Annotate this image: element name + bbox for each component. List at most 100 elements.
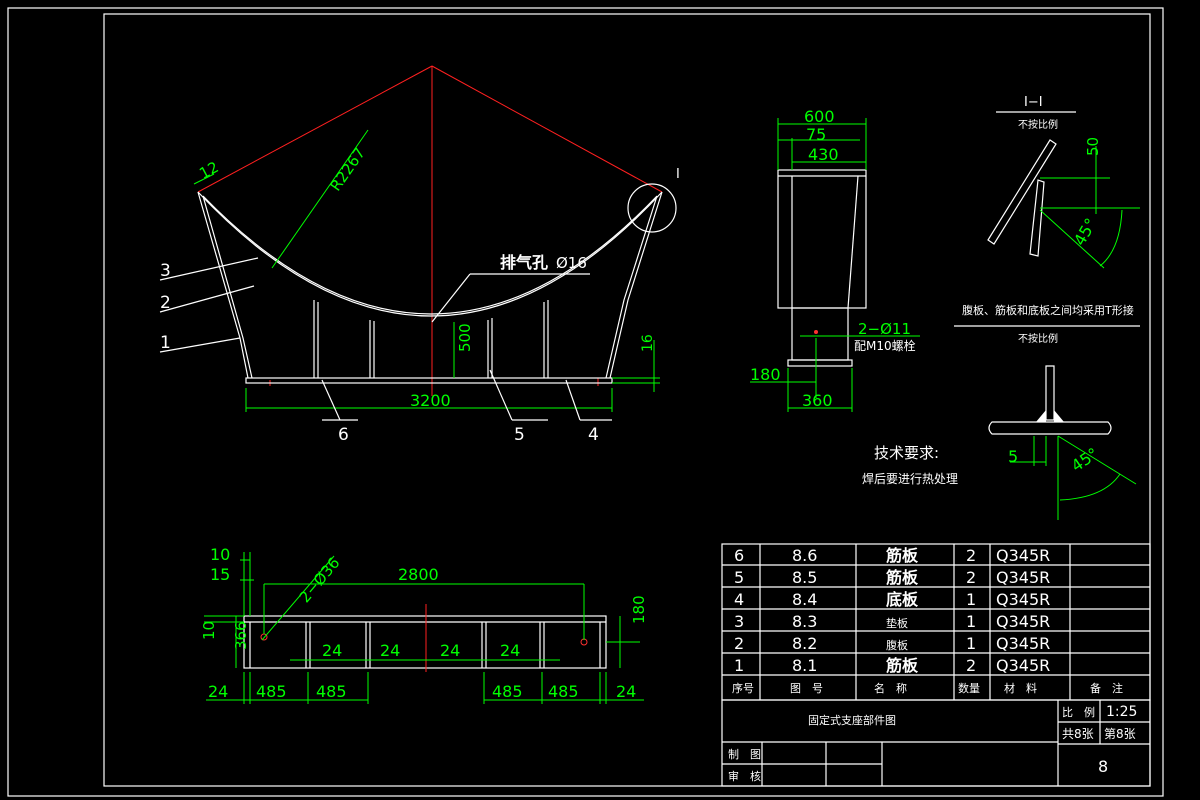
rib-section — [1029, 179, 1045, 257]
bom-row-4-drawing: 8.4 — [792, 590, 817, 609]
dim-485c: 485 — [492, 682, 523, 701]
dim-15: 15 — [210, 565, 230, 584]
dim-485b: 485 — [316, 682, 347, 701]
bom-row-4-no: 4 — [734, 590, 744, 609]
scale-value: 1:25 — [1106, 704, 1137, 720]
angle-45-1: 45° — [1070, 215, 1101, 249]
radius-line-left — [197, 65, 433, 193]
front-view: I 12 R2267 排气孔 Ø16 500 16 3200 3 2 1 6 5 — [159, 65, 680, 445]
hdr-no: 序号 — [732, 681, 754, 695]
bom-row-2-material: Q345R — [996, 634, 1050, 653]
dim-10a: 10 — [210, 545, 230, 564]
detail-mark: I — [676, 167, 680, 182]
dim-24f: 24 — [616, 682, 636, 701]
dim-500: 500 — [456, 323, 474, 352]
tech-req-text: 焊后要进行热处理 — [862, 471, 958, 486]
bom-row-1-name: 筋板 — [885, 656, 919, 675]
detail-I: I−I 不按比例 50 45° 腹板、筋板和底板之间均采用T形接 不按比例 5 … — [954, 95, 1140, 520]
dim-24d: 24 — [500, 641, 520, 660]
dim-600: 600 — [804, 107, 835, 126]
side-view: 600 75 430 2−Ø11 配M10螺栓 180 360 — [750, 107, 920, 412]
bom-row-5-drawing: 8.5 — [792, 568, 817, 587]
bom-row-1-no: 1 — [734, 656, 744, 675]
total-sheets: 共8张 — [1062, 727, 1094, 741]
dim-24a: 24 — [322, 641, 342, 660]
bom-row-5-material: Q345R — [996, 568, 1050, 587]
callout-5: 5 — [514, 425, 525, 445]
plan-view: 10 15 2800 2−Ø36 10 366 180 24 24 24 24 … — [200, 545, 648, 704]
drawn-label: 制 图 — [728, 748, 761, 761]
bom-row-3-name: 垫板 — [886, 616, 908, 630]
bom-row-6-name: 筋板 — [885, 546, 919, 565]
dim-24e: 24 — [208, 682, 228, 701]
bom-row-2-qty: 1 — [966, 634, 976, 653]
bolt-note: 配M10螺栓 — [854, 338, 916, 353]
scale-label: 比 例 — [1062, 705, 1095, 719]
dim-180-plan: 180 — [630, 595, 648, 624]
title-block: 固定式支座部件图 比 例 1:25 共8张 第8张 制 图 审 核 8 — [721, 699, 1151, 787]
bom-row-5-qty: 2 — [966, 568, 976, 587]
hdr-note: 备 注 — [1090, 681, 1123, 695]
arc-inner — [202, 195, 658, 315]
bom-row-4-material: Q345R — [996, 590, 1050, 609]
bom-row-1-material: Q345R — [996, 656, 1050, 675]
bom-row-6-no: 6 — [734, 546, 744, 565]
outer-frame — [7, 7, 1164, 797]
weld-note: 腹板、筋板和底板之间均采用T形接 — [962, 303, 1134, 317]
checked-label: 审 核 — [728, 769, 761, 783]
dim-75: 75 — [806, 125, 826, 144]
bom-row-1-drawing: 8.1 — [792, 656, 817, 675]
ribs — [313, 300, 549, 378]
dim-radius: R2267 — [326, 144, 369, 194]
bom-row-5-name: 筋板 — [885, 568, 919, 587]
vent-dia: Ø16 — [556, 254, 587, 272]
dim-5: 5 — [1008, 447, 1018, 466]
dim-10b: 10 — [200, 621, 218, 640]
dim-50: 50 — [1084, 137, 1102, 156]
hdr-name: 名 称 — [874, 681, 907, 695]
bom-row-6-qty: 2 — [966, 546, 976, 565]
dim-12: 12 — [196, 158, 221, 183]
callout-1: 1 — [160, 333, 171, 353]
tech-req-title: 技术要求: — [874, 444, 939, 462]
section-title: I−I — [1024, 95, 1043, 110]
dim-24b: 24 — [380, 641, 400, 660]
bom-row-3-drawing: 8.3 — [792, 612, 817, 631]
drawing-number: 8 — [1098, 757, 1108, 776]
detail-circle-I — [627, 183, 677, 233]
hdr-material: 材 料 — [1004, 681, 1037, 695]
dim-2800: 2800 — [398, 565, 439, 584]
drawing-title: 固定式支座部件图 — [808, 713, 896, 727]
sheet-no: 第8张 — [1104, 727, 1136, 741]
bom-row-2-name: 腹板 — [886, 638, 908, 652]
radius-leader — [271, 129, 369, 269]
scale-note-2: 不按比例 — [1018, 332, 1058, 345]
bom-row-4-name: 底板 — [886, 590, 919, 609]
bom-row-6-material: Q345R — [996, 546, 1050, 565]
callout-6: 6 — [338, 425, 349, 445]
dim-485a: 485 — [256, 682, 287, 701]
bom-row-1-qty: 2 — [966, 656, 976, 675]
web-section — [987, 139, 1057, 245]
hdr-qty: 数量 — [958, 682, 980, 695]
left-side-plate-inner — [202, 195, 253, 379]
left-side-plate — [197, 191, 249, 379]
dim-430: 430 — [808, 145, 839, 164]
bom-row-2-drawing: 8.2 — [792, 634, 817, 653]
arc-outer — [197, 191, 663, 317]
callout-2: 2 — [160, 293, 171, 313]
inner-frame — [103, 13, 1151, 787]
bom-row-3-material: Q345R — [996, 612, 1050, 631]
base-plate — [245, 377, 613, 384]
right-side-plate-inner — [605, 195, 658, 379]
hdr-drawing: 图 号 — [790, 682, 823, 695]
bom-row-3-qty: 1 — [966, 612, 976, 631]
dim-485d: 485 — [548, 682, 579, 701]
dim-360: 360 — [802, 391, 833, 410]
dim-3200: 3200 — [410, 391, 451, 410]
bom-row-3-no: 3 — [734, 612, 744, 631]
scale-note-1: 不按比例 — [1018, 118, 1058, 131]
dim-16: 16 — [640, 334, 656, 352]
